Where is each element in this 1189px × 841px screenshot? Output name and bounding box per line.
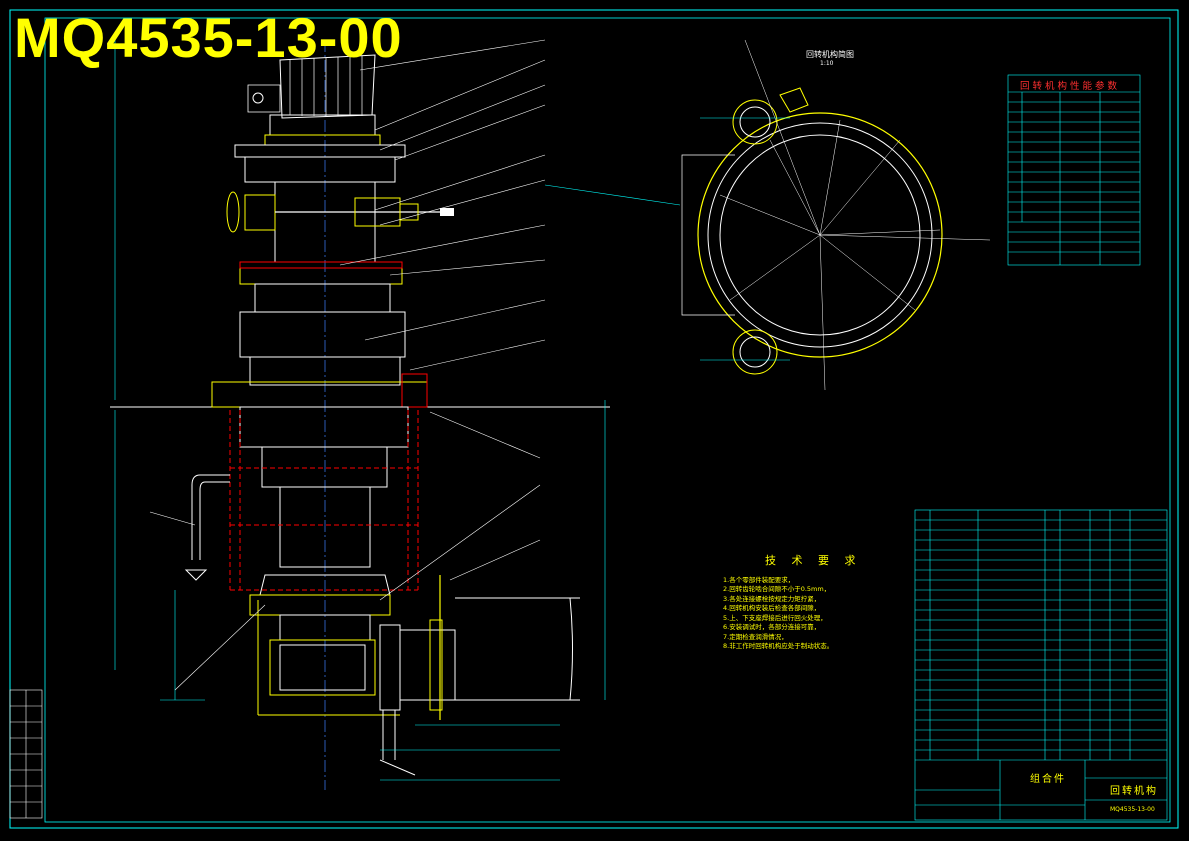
title-block-assembly: 组合件 [1030, 774, 1066, 785]
tech-requirement-item: 2.回转齿轮啮合间隙不小于0.5mm， [723, 585, 831, 594]
tech-requirement-item: 8.非工作时回转机构应处于制动状态。 [723, 641, 834, 650]
tech-requirement-item: 5.上、下支座焊接后进行回火处理， [723, 613, 827, 622]
revision-strip [9, 689, 43, 819]
tech-requirements-list: 1.各个零部件装配要求， 2.回转齿轮啮合间隙不小于0.5mm， 3.各处连接螺… [723, 576, 923, 651]
params-table [1007, 74, 1141, 266]
main-elevation-view [110, 39, 681, 790]
title-block-drawing-code: MQ4535-13-00 [1110, 806, 1155, 813]
slewing-view-label: 回转机构简图 [806, 50, 854, 59]
inner-frame [44, 17, 1171, 823]
parts-list [914, 509, 1168, 821]
slewing-ring-view [681, 39, 991, 391]
tech-requirement-item: 3.各处连接螺栓按规定力矩拧紧， [723, 594, 821, 603]
params-table-title: 回转机构性能参数 [1020, 81, 1121, 92]
drawing-number-title: MQ4535-13-00 [14, 6, 403, 69]
tech-requirement-item: 6.安装调试时，各部分连接可靠， [723, 623, 821, 632]
tech-requirements-heading: 技 术 要 求 [765, 554, 862, 567]
slewing-view-scale: 1:10 [820, 60, 834, 67]
title-block-drawing-name: 回转机构 [1110, 786, 1158, 797]
tech-requirement-item: 7.定期检查润滑情况， [723, 632, 788, 641]
tech-requirement-item: 1.各个零部件装配要求， [723, 576, 795, 584]
outer-frame [9, 9, 1179, 829]
tech-requirement-item: 4.回转机构安装后检查各部间隙， [723, 604, 821, 613]
